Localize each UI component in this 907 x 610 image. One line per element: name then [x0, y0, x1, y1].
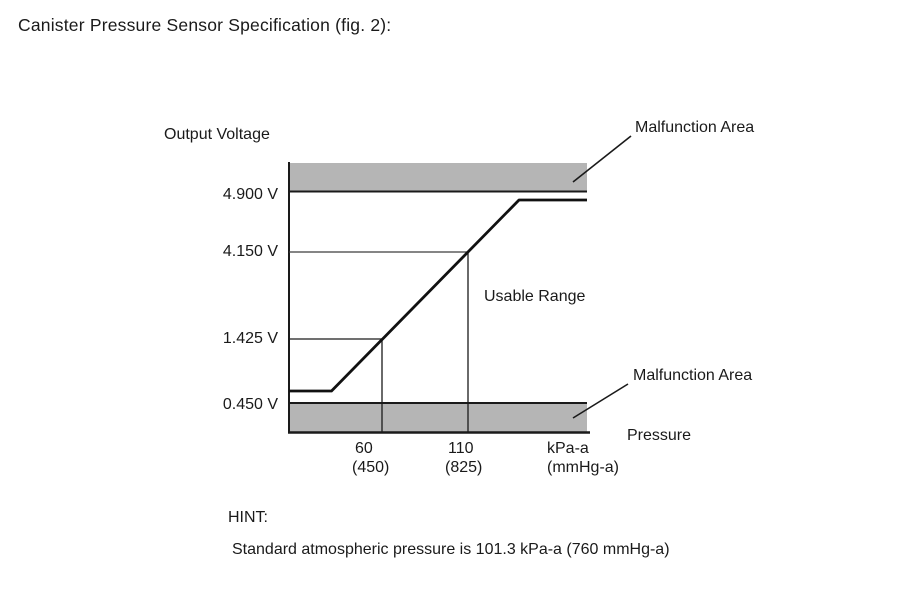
hint-label: HINT:: [228, 509, 268, 526]
x-tick-110kpa-value: 110: [448, 440, 474, 457]
x-axis-title: Pressure: [627, 427, 692, 444]
x-axis-unit-kpa: kPa-a: [547, 440, 589, 457]
hint-text: Standard atmospheric pressure is 101.3 k…: [232, 541, 670, 558]
malfunction-area-top-label: Malfunction Area: [635, 119, 755, 136]
y-tick-450mv: 0.450 V: [222, 396, 278, 413]
x-tick-60kpa-value: 60: [355, 440, 373, 457]
y-axis-title: Output Voltage: [164, 126, 270, 143]
y-tick-4150mv: 4.150 V: [222, 243, 278, 260]
sensor-output-curve: [289, 198, 587, 393]
x-axis-units: kPa-a (mmHg-a): [547, 440, 619, 477]
usable-range-label: Usable Range: [484, 288, 586, 305]
malfunction-band-bottom: [289, 403, 587, 432]
leader-line-malfunction-top: [572, 135, 632, 183]
malfunction-area-bottom-label: Malfunction Area: [633, 367, 753, 384]
x-tick-110kpa-mmhg: (825): [445, 458, 483, 476]
y-tick-1425mv: 1.425 V: [222, 330, 278, 347]
x-tick-60kpa-mmhg: (450): [352, 458, 390, 476]
x-tick-60kpa: 60 (450): [352, 440, 389, 477]
page-title: Canister Pressure Sensor Specification (…: [18, 15, 392, 35]
x-axis-unit-mmhg: (mmHg-a): [547, 458, 619, 476]
malfunction-band-top: [289, 163, 587, 191]
leader-line-malfunction-bottom: [572, 383, 629, 419]
x-tick-110kpa: 110 (825): [445, 440, 482, 477]
y-tick-4900mv: 4.900 V: [222, 186, 278, 203]
